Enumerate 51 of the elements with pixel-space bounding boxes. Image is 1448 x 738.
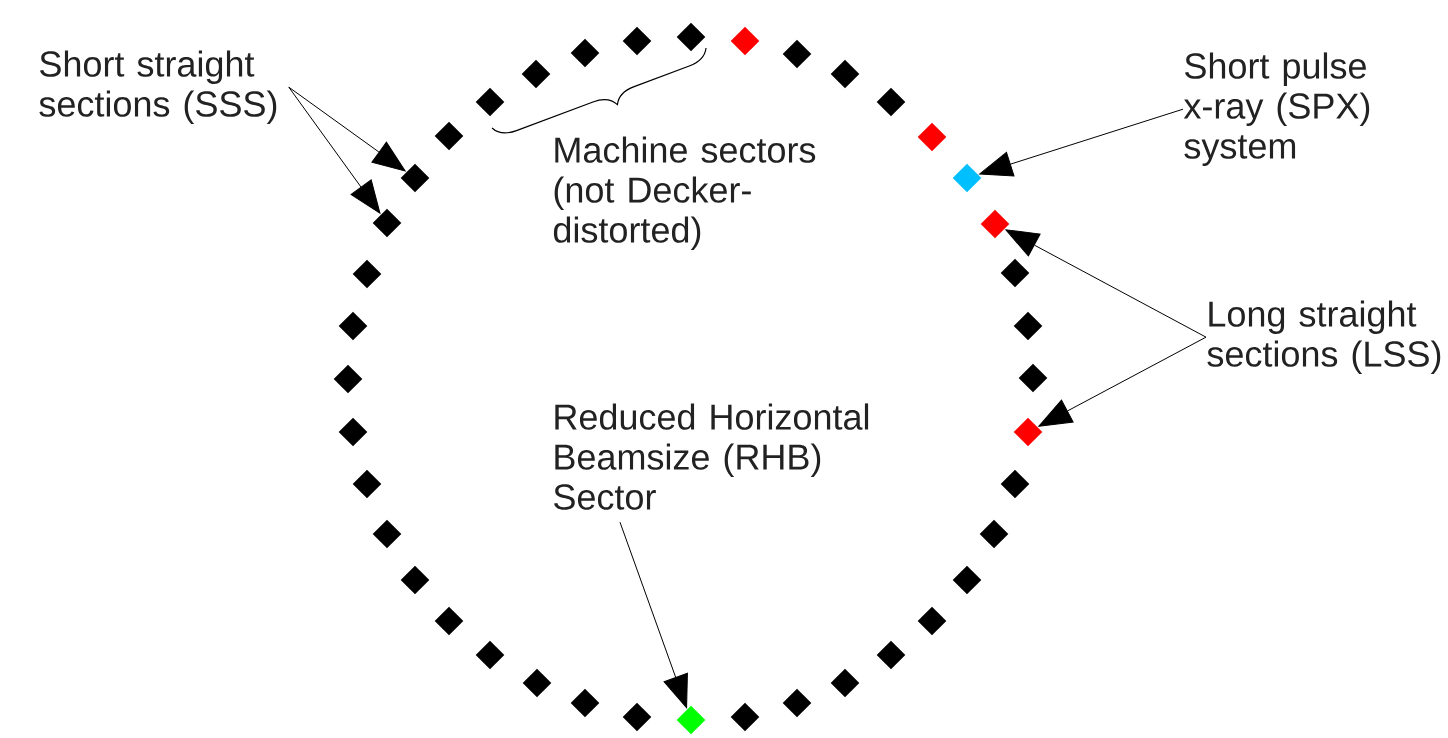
sector-diamond	[372, 208, 402, 238]
sector-diamond	[400, 565, 430, 595]
sector-diamond	[676, 22, 706, 52]
sector-diamond	[352, 259, 382, 289]
callout-text: Long straight sections (LSS)	[1207, 300, 1441, 374]
sector-diamond	[782, 688, 812, 718]
callout-text: Machine sectors (not Decker-distorted)	[553, 136, 816, 250]
sector-diamond	[338, 417, 368, 447]
sector-diamond	[830, 59, 860, 89]
callout-text: Short straight sections (SSS)	[39, 50, 277, 124]
sector-diamond	[1013, 311, 1043, 341]
arrow	[288, 86, 381, 214]
sector-diamond	[876, 87, 906, 117]
sector-diamond	[1018, 363, 1048, 393]
sector-diamond	[676, 705, 706, 735]
sector-diamond	[521, 59, 551, 89]
sector-diamond	[730, 702, 760, 732]
sector-diamond	[434, 606, 464, 636]
arrow	[1005, 229, 1207, 338]
sector-diamond	[352, 469, 382, 499]
sector-diamond	[434, 121, 464, 151]
sector-diamond	[622, 26, 652, 56]
arrow	[979, 108, 1184, 177]
sector-diamond	[830, 668, 860, 698]
sector-diamond	[782, 39, 812, 69]
sector-diamond	[570, 38, 600, 68]
arrow	[619, 521, 688, 709]
sector-diamond	[475, 87, 505, 117]
callout-text: Short pulse x-ray (SPX) system	[1183, 52, 1370, 166]
sector-diamond	[979, 519, 1009, 549]
callout-text: Reduced Horizontal Beamsize (RHB) Sector	[554, 403, 869, 510]
sector-diamond	[622, 702, 652, 732]
arrow	[288, 86, 406, 172]
arrow	[1038, 336, 1207, 427]
sector-diamond	[876, 640, 906, 670]
sector-diamond	[400, 163, 430, 193]
sector-diamond	[952, 565, 982, 595]
sector-diamond	[1000, 469, 1030, 499]
sector-diamond	[917, 606, 947, 636]
sector-diamond	[570, 688, 600, 718]
sector-diamond	[372, 519, 402, 549]
sector-diamond	[1000, 258, 1030, 288]
sector-diamond	[522, 668, 552, 698]
sector-diamond	[730, 26, 760, 56]
sector-diamond	[980, 209, 1010, 239]
sector-diamond	[952, 163, 982, 193]
sector-diamond	[338, 311, 368, 341]
sector-diamond	[917, 122, 947, 152]
sector-diamond	[333, 364, 363, 394]
sector-diamond	[475, 640, 505, 670]
sector-diamond	[1013, 417, 1043, 447]
